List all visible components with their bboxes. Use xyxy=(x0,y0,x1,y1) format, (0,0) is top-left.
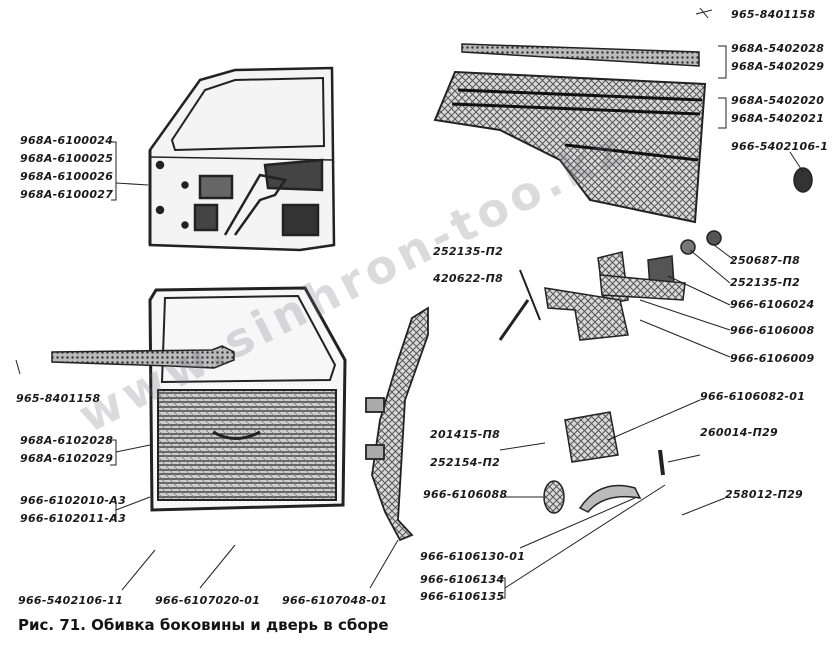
molding-strip xyxy=(461,43,700,67)
label-966-6107048-01: 966-6107048-01 xyxy=(282,594,388,607)
label-250687-p8: 250687-П8 xyxy=(730,254,801,267)
label-966-6102010-a3: 966-6102010-А3 xyxy=(20,494,127,507)
label-966-6106134: 966-6106134 xyxy=(420,573,505,586)
label-201415-p8: 201415-П8 xyxy=(430,428,501,441)
label-258012-p29: 258012-П29 xyxy=(725,488,804,501)
label-966-6106024: 966-6106024 xyxy=(730,298,815,311)
label-968a-6100024: 968А-6100024 xyxy=(20,134,114,147)
label-252135-p2-top: 252135-П2 xyxy=(433,245,504,258)
label-252135-p2-right: 252135-П2 xyxy=(730,276,801,289)
label-965-8401158-top: 965-8401158 xyxy=(731,8,816,21)
leader-lines xyxy=(15,7,804,599)
label-420622-p8: 420622-П8 xyxy=(433,272,504,285)
label-252154-p2: 252154-П2 xyxy=(430,456,501,469)
side-trim-panel xyxy=(433,70,707,224)
label-968a-6102029: 968А-6102029 xyxy=(20,452,114,465)
label-968a-5402028: 968А-5402028 xyxy=(731,42,825,55)
label-968a-6100026: 968А-6100026 xyxy=(20,170,114,183)
label-966-6106135: 966-6106135 xyxy=(420,590,505,603)
label-968a-6100025: 968А-6100025 xyxy=(20,152,114,165)
label-968a-5402020: 968А-5402020 xyxy=(731,94,825,107)
label-968a-6100027: 968А-6100027 xyxy=(20,188,114,201)
label-966-6102011-a3: 966-6102011-А3 xyxy=(20,512,127,525)
label-968a-5402021: 968А-5402021 xyxy=(731,112,825,125)
label-966-6107020-01: 966-6107020-01 xyxy=(155,594,261,607)
label-260014-p29: 260014-П29 xyxy=(700,426,779,439)
label-966-6106008: 966-6106008 xyxy=(730,324,815,337)
label-968a-6102028: 968А-6102028 xyxy=(20,434,114,447)
label-966-6106088: 966-6106088 xyxy=(423,488,508,501)
label-965-8401158-left: 965-8401158 xyxy=(16,392,101,405)
label-968a-5402029: 968А-5402029 xyxy=(731,60,825,73)
door-frame xyxy=(148,66,336,252)
seal-strip xyxy=(365,306,429,542)
armrest xyxy=(51,345,235,369)
small-hardware xyxy=(498,167,813,514)
figure-caption: Рис. 71. Обивка боковины и дверь в сборе xyxy=(18,616,389,634)
label-966-6106009: 966-6106009 xyxy=(730,352,815,365)
door-assembly xyxy=(148,286,347,512)
label-966-6106130-01: 966-6106130-01 xyxy=(420,550,526,563)
label-966-5402106-1: 966-5402106-1 xyxy=(731,140,829,153)
label-966-5402106-11: 966-5402106-11 xyxy=(18,594,124,607)
label-966-6106082-01: 966-6106082-01 xyxy=(700,390,806,403)
